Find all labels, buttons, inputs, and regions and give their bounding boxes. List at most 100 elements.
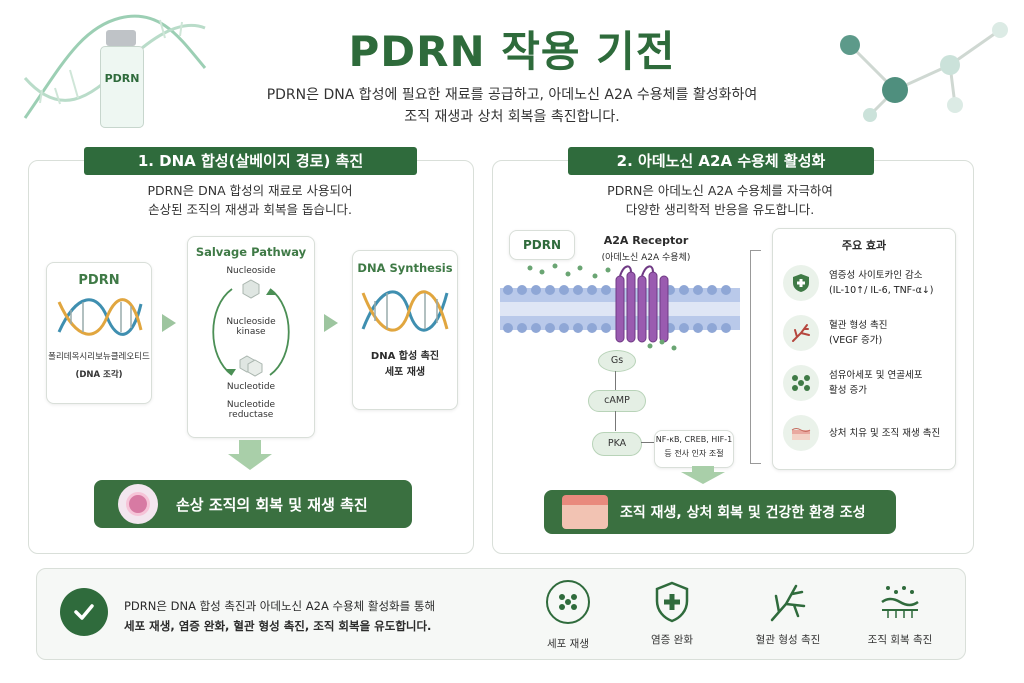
summary-icon-label: 혈관 형성 촉진 xyxy=(755,634,821,646)
arrow-down-icon xyxy=(681,472,725,484)
cascade-line xyxy=(615,371,616,391)
skin-layer-icon xyxy=(783,415,819,451)
section1-banner: 손상 조직의 회복 및 재생 촉진 xyxy=(94,480,412,528)
effect-1-line-2: (IL-10↑/ IL-6, TNF-α↓) xyxy=(829,285,934,296)
section2-banner-text: 조직 재생, 상처 회복 및 건강한 환경 조성 xyxy=(620,505,866,521)
pdrn-tag: PDRN xyxy=(509,230,575,260)
summary-icon-label: 세포 재생 xyxy=(547,638,589,650)
section2-desc-line-1: PDRN은 아데노신 A2A 수용체를 자극하여 xyxy=(607,183,833,198)
summary-icon-angiogenesis: 혈관 형성 촉진 xyxy=(740,580,836,647)
dna-icon xyxy=(57,298,143,336)
summary-icon-tissue-recovery: 조직 회복 촉진 xyxy=(852,580,948,647)
cells-icon xyxy=(783,365,819,401)
effect-3-line-1: 섬유아세포 및 연골세포 xyxy=(829,370,923,381)
nucleotide-label: Nucleotide xyxy=(226,382,276,392)
summary-text: PDRN은 DNA 합성 촉진과 아데노신 A2A 수용체 활성화를 통해 세포… xyxy=(124,596,524,636)
effect-1-line-1: 염증성 사이토카인 감소 xyxy=(829,270,923,281)
subtitle-line-1: PDRN은 DNA 합성에 필요한 재료를 공급하고, 아데노신 A2A 수용체… xyxy=(266,87,758,103)
pdrn-box-title: PDRN xyxy=(78,273,120,288)
dna-synthesis-line-1: DNA 합성 촉진 xyxy=(370,351,440,362)
summary-line-2: 세포 재생, 염증 완화, 혈관 형성 촉진, 조직 회복을 유도합니다. xyxy=(124,619,432,633)
cascade-line xyxy=(615,411,616,431)
effect-item: 염증성 사이토카인 감소 (IL-10↑/ IL-6, TNF-α↓) xyxy=(783,265,934,301)
effects-bracket xyxy=(750,250,761,464)
summary-line-1: PDRN은 DNA 합성 촉진과 아데노신 A2A 수용체 활성화를 통해 xyxy=(124,599,436,613)
effects-box: 주요 효과 염증성 사이토카인 감소 (IL-10↑/ IL-6, TNF-α↓… xyxy=(772,228,956,470)
summary-icon-cell-regeneration: 세포 재생 xyxy=(528,580,608,651)
effect-4-line-1: 상처 치유 및 조직 재생 촉진 xyxy=(829,427,941,439)
effect-item: 상처 치유 및 조직 재생 촉진 xyxy=(783,415,940,451)
reductase-line-2: reductase xyxy=(228,410,274,420)
transcription-factor-box: NF-κB, CREB, HIF-1 등 전사 인자 조절 xyxy=(654,430,734,468)
camp-node: cAMP xyxy=(588,390,646,412)
arrow-right-icon xyxy=(162,314,176,332)
summary-panel xyxy=(36,568,966,660)
pka-node: PKA xyxy=(592,432,642,456)
effect-2-line-1: 혈관 형성 촉진 xyxy=(829,320,888,331)
nucleoside-hexagon-icon xyxy=(242,279,260,299)
effect-text: 염증성 사이토카인 감소 (IL-10↑/ IL-6, TNF-α↓) xyxy=(829,268,934,298)
vial-label: PDRN xyxy=(104,72,140,85)
arrow-down-icon xyxy=(228,454,272,470)
arrow-right-icon xyxy=(324,314,338,332)
salvage-pathway-box: Salvage Pathway Nucleoside Nucleoside ki… xyxy=(187,236,315,438)
shield-plus-icon xyxy=(652,580,692,624)
arrow-down-shaft xyxy=(239,440,261,454)
dna-synthesis-box: DNA Synthesis DNA 합성 촉진 세포 재생 xyxy=(352,250,458,410)
nucleoside-label: Nucleoside xyxy=(226,266,276,276)
skin-layer-icon xyxy=(878,580,922,624)
section1-description: PDRN은 DNA 합성의 재료로 사용되어 손상된 조직의 재생과 회복을 돕… xyxy=(60,181,440,219)
effect-3-line-2: 활성 증가 xyxy=(829,385,867,396)
pdrn-box-line-1: 폴리데옥시리보뉴클레오티드 xyxy=(48,352,150,362)
kinase-line-2: kinase xyxy=(236,327,266,337)
reductase-label: Nucleotide reductase xyxy=(188,400,314,420)
section2-desc-line-2: 다양한 생리학적 반응을 유도합니다. xyxy=(625,202,815,217)
pdrn-box: PDRN 폴리데옥시리보뉴클레오티드 (DNA 조각) xyxy=(46,262,152,404)
receptor-title: A2A Receptor xyxy=(603,234,689,247)
tf-line-2: 등 전사 인자 조절 xyxy=(664,449,724,458)
effects-title: 주요 효과 xyxy=(841,239,887,252)
blood-vessel-icon xyxy=(766,580,810,624)
salvage-pathway-title: Salvage Pathway xyxy=(195,245,307,259)
section1-title: 1. DNA 합성(살베이지 경로) 촉진 xyxy=(84,147,417,175)
reductase-line-1: Nucleotide xyxy=(226,400,276,410)
shield-plus-icon xyxy=(783,265,819,301)
effect-text: 혈관 형성 촉진 (VEGF 증가) xyxy=(829,318,887,348)
gs-node: Gs xyxy=(598,350,636,372)
tf-line-1: NF-κB, CREB, HIF-1 xyxy=(655,435,733,444)
effect-text: 상처 치유 및 조직 재생 촉진 xyxy=(829,426,940,441)
summary-icon-label: 조직 회복 촉진 xyxy=(867,634,933,646)
molecule-decoration xyxy=(840,22,1008,122)
summary-icon-anti-inflammation: 염증 완화 xyxy=(632,580,712,647)
section2-banner: 조직 재생, 상처 회복 및 건강한 환경 조성 xyxy=(544,490,896,534)
receptor-subtitle: (아데노신 A2A 수용체) xyxy=(601,253,691,263)
section1-banner-text: 손상 조직의 회복 및 재생 촉진 xyxy=(176,495,368,514)
dna-synthesis-title: DNA Synthesis xyxy=(357,261,453,275)
kinase-line-1: Nucleoside xyxy=(226,317,276,327)
check-circle-icon xyxy=(60,588,108,636)
blood-vessel-icon xyxy=(783,315,819,351)
cell-icon xyxy=(118,484,158,524)
dna-synthesis-line-2: 세포 재생 xyxy=(384,367,426,378)
subtitle-line-2: 조직 재생과 상처 회복을 촉진합니다. xyxy=(404,109,620,125)
skin-layer-icon xyxy=(562,495,608,529)
vial-illustration: PDRN xyxy=(96,30,146,130)
nucleotide-hexagon-icon xyxy=(239,355,263,377)
section2-title: 2. 아데노신 A2A 수용체 활성화 xyxy=(568,147,874,175)
summary-icon-label: 염증 완화 xyxy=(651,634,693,646)
dna-icon xyxy=(361,290,449,332)
kinase-label: Nucleoside kinase xyxy=(188,317,314,337)
page-title: PDRN 작용 기전 xyxy=(348,27,676,76)
section1-desc-line-2: 손상된 조직의 재생과 회복을 돕습니다. xyxy=(148,202,352,217)
page-subtitle: PDRN은 DNA 합성에 필요한 재료를 공급하고, 아데노신 A2A 수용체… xyxy=(200,84,824,128)
arrow-down-shaft xyxy=(692,466,714,472)
effect-2-line-2: (VEGF 증가) xyxy=(829,335,883,346)
effect-item: 혈관 형성 촉진 (VEGF 증가) xyxy=(783,315,887,351)
cells-icon xyxy=(546,580,590,624)
effect-item: 섬유아세포 및 연골세포 활성 증가 xyxy=(783,365,922,401)
pdrn-box-line-2: (DNA 조각) xyxy=(75,370,123,380)
section2-description: PDRN은 아데노신 A2A 수용체를 자극하여 다양한 생리학적 반응을 유도… xyxy=(530,181,910,219)
cascade-line xyxy=(641,442,655,443)
effect-text: 섬유아세포 및 연골세포 활성 증가 xyxy=(829,368,922,398)
dna-synthesis-text: DNA 합성 촉진 세포 재생 xyxy=(353,349,457,381)
